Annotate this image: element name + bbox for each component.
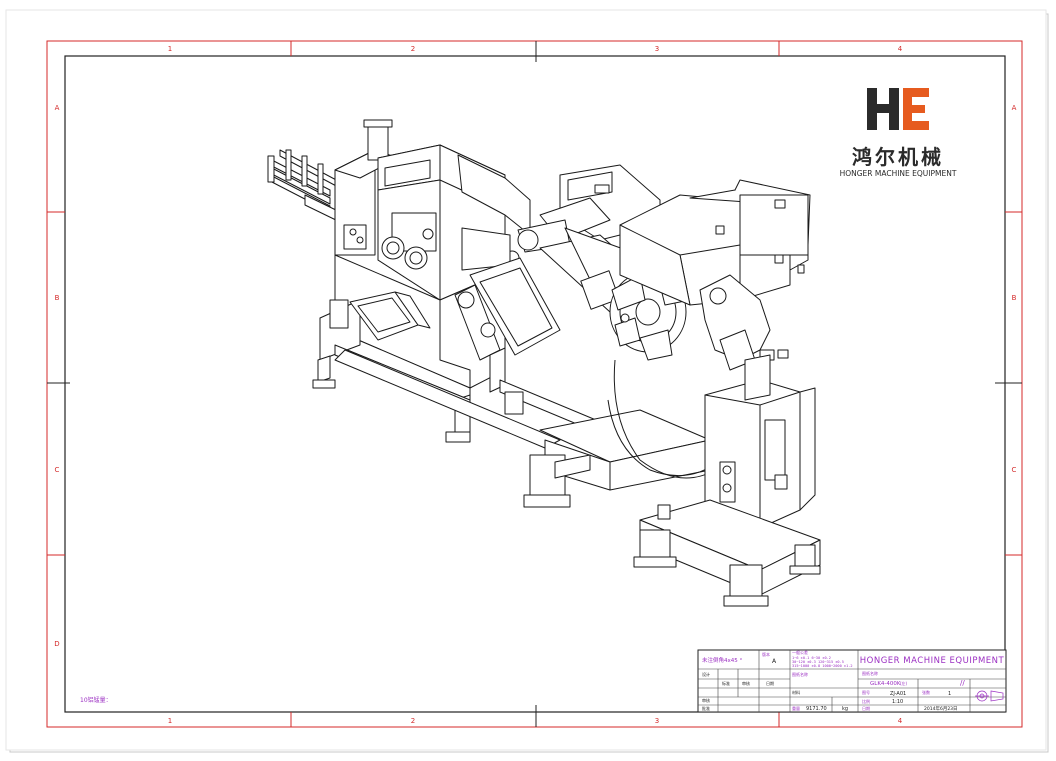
sheet-count-value: 1	[948, 691, 951, 697]
revision-label: 版本	[762, 651, 770, 657]
col-label-bottom-4: 4	[898, 717, 903, 725]
drawing-name-label: 图纸名称	[792, 671, 808, 677]
outer-border	[46, 40, 1023, 728]
drawing-no-label: 图号	[862, 689, 870, 695]
row-label-right-a: A	[1012, 104, 1017, 112]
weight-value: 9171.70	[806, 706, 827, 712]
scale-value: 1:10	[892, 699, 903, 705]
tolerance-row-1: 1~6 ±0.1 6~30 ±0.2	[792, 656, 831, 660]
feed-chute	[454, 257, 561, 393]
row-label-right-b: B	[1012, 294, 1017, 302]
base-rails	[334, 349, 711, 508]
revision-value: A	[772, 658, 777, 665]
col-label-top-3: 3	[655, 45, 659, 53]
date-value: 2014年6月23日	[924, 705, 958, 712]
date-label: 日期	[862, 705, 870, 711]
designer-label: 设计	[702, 671, 710, 677]
tolerance-row-2: 30~120 ±0.3 120~315 ±0.5	[792, 660, 844, 664]
row-label-left-a: A	[55, 104, 60, 112]
weight-label: 重量	[792, 705, 800, 711]
logo-chinese-name: 鸿尔机械	[852, 145, 944, 169]
company-logo: 鸿尔机械 HONGER MACHINE EQUIPMENT	[840, 88, 957, 178]
col-label-bottom-2: 2	[411, 717, 415, 725]
model-value: GLK4-400K	[870, 681, 901, 687]
control-panel	[349, 291, 431, 341]
straightener-body	[334, 119, 531, 301]
company-name: HONGER MACHINE EQUIPMENT	[860, 656, 1005, 666]
spec-note: 未注倒角4x45 °	[702, 656, 743, 664]
column-housing	[704, 354, 816, 529]
checker-label: 审核	[702, 697, 710, 703]
title-block: 未注倒角4x45 ° 版本 A 一般公差 1~6 ±0.1 6~30 ±0.2 …	[697, 649, 1007, 713]
inner-border	[64, 55, 1006, 713]
col-label-top-2: 2	[411, 45, 415, 53]
machine-drawing	[267, 119, 821, 607]
he-logo-mark	[867, 88, 929, 130]
projection-symbol-icon	[975, 690, 1004, 702]
row-label-left-b: B	[55, 294, 60, 302]
header-cell-2: 审核	[742, 680, 750, 686]
col-label-top-1: 1	[168, 45, 172, 53]
weight-unit: kg	[842, 706, 848, 712]
drawing-no-value: ZJ-A01	[890, 691, 906, 697]
row-label-left-c: C	[55, 466, 60, 474]
model-note: (左)	[900, 680, 908, 686]
entry-guide-rollers	[267, 149, 341, 223]
approve-label: 批准	[702, 705, 710, 711]
col-label-bottom-1: 1	[168, 717, 172, 725]
tolerance-header: 一般公差	[792, 649, 808, 655]
header-cell-3: 日期	[766, 680, 774, 686]
col-label-bottom-3: 3	[655, 717, 659, 725]
sheet-marks: //	[960, 679, 965, 687]
row-label-left-d: D	[54, 640, 59, 648]
sheet-count-label: 张数	[922, 689, 930, 695]
tolerance-row-3: 315~1000 ±0.8 1000~2000 ±1.2	[792, 664, 853, 668]
scale-label: 比例	[862, 698, 870, 704]
uncoiler-base	[633, 499, 821, 607]
header-cell-1: 标准	[722, 680, 730, 686]
uncoiler-frame	[619, 179, 811, 306]
swing-arm	[699, 274, 789, 371]
footnote-note: 10铝锰量：	[80, 696, 112, 704]
col-label-top-4: 4	[898, 45, 903, 53]
logo-english-name: HONGER MACHINE EQUIPMENT	[840, 169, 957, 178]
drawing-name-label-2: 图纸名称	[862, 670, 878, 676]
coil-strip-loop	[613, 359, 716, 479]
material-label: 材料	[792, 689, 800, 695]
row-label-right-c: C	[1012, 466, 1017, 474]
